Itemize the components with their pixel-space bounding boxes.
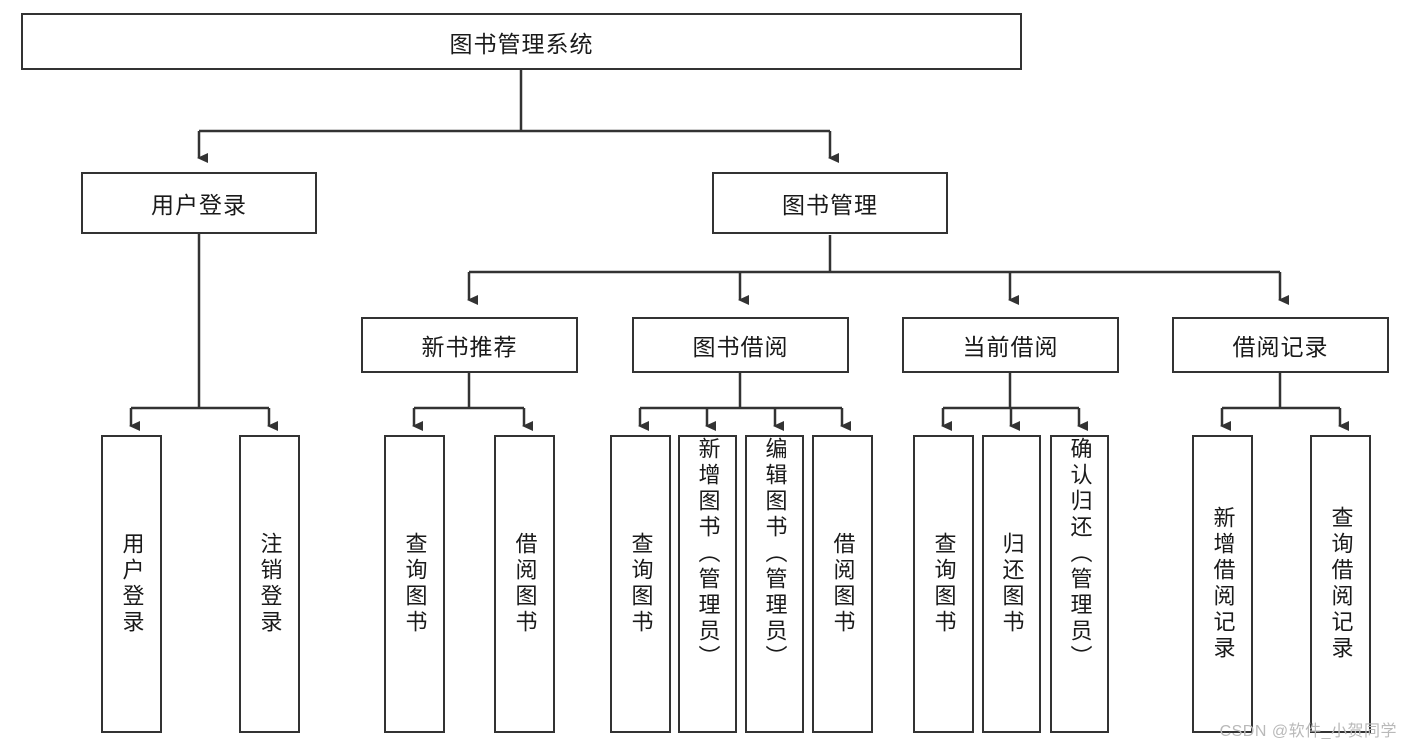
node-book-borrow[interactable]: 图书借阅	[632, 317, 849, 373]
node-current-borrow[interactable]: 当前借阅	[902, 317, 1119, 373]
leaf-current-borrow-return-book[interactable]: 归还图书	[982, 435, 1041, 733]
leaf-book-borrow-borrow-book[interactable]: 借阅图书	[812, 435, 873, 733]
node-borrow-record[interactable]: 借阅记录	[1172, 317, 1389, 373]
node-label: 图书借阅	[692, 334, 789, 360]
node-label: 新增图书（管理员）	[695, 437, 721, 671]
node-book-management[interactable]: 图书管理	[712, 172, 948, 234]
node-root-book-management-system[interactable]: 图书管理系统	[21, 13, 1022, 70]
leaf-current-borrow-query-book[interactable]: 查询图书	[913, 435, 974, 733]
node-label: 查询图书	[931, 532, 957, 636]
node-label: 编辑图书（管理员）	[762, 437, 788, 671]
node-label: 借阅图书	[830, 532, 856, 636]
node-label: 查询图书	[402, 532, 428, 636]
leaf-borrow-record-add-record[interactable]: 新增借阅记录	[1192, 435, 1253, 733]
leaf-borrow-record-query-record[interactable]: 查询借阅记录	[1310, 435, 1371, 733]
leaf-book-borrow-query-book[interactable]: 查询图书	[610, 435, 671, 733]
node-label: 查询借阅记录	[1328, 506, 1354, 662]
node-label: 图书管理系统	[449, 30, 594, 57]
node-label: 查询图书	[628, 532, 654, 636]
node-user-login[interactable]: 用户登录	[81, 172, 317, 234]
node-new-book-recommend[interactable]: 新书推荐	[361, 317, 578, 373]
node-label: 注销登录	[257, 532, 283, 636]
node-label: 新书推荐	[421, 334, 518, 360]
leaf-new-book-query-book[interactable]: 查询图书	[384, 435, 445, 733]
node-label: 新增借阅记录	[1210, 506, 1236, 662]
leaf-book-borrow-edit-book-admin[interactable]: 编辑图书（管理员）	[745, 435, 804, 733]
node-label: 用户登录	[119, 532, 145, 636]
node-label: 用户登录	[151, 192, 247, 218]
leaf-book-borrow-add-book-admin[interactable]: 新增图书（管理员）	[678, 435, 737, 733]
node-label: 当前借阅	[962, 334, 1059, 360]
leaf-current-borrow-confirm-return-admin[interactable]: 确认归还（管理员）	[1050, 435, 1109, 733]
leaf-user-login-logout[interactable]: 注销登录	[239, 435, 300, 733]
leaf-new-book-borrow-book[interactable]: 借阅图书	[494, 435, 555, 733]
node-label: 图书管理	[782, 192, 878, 218]
node-label: 确认归还（管理员）	[1067, 437, 1093, 671]
node-label: 借阅图书	[512, 532, 538, 636]
watermark: CSDN @软件_小贺同学	[1219, 723, 1397, 740]
node-label: 归还图书	[999, 532, 1025, 636]
leaf-user-login-login[interactable]: 用户登录	[101, 435, 162, 733]
node-label: 借阅记录	[1232, 334, 1329, 360]
